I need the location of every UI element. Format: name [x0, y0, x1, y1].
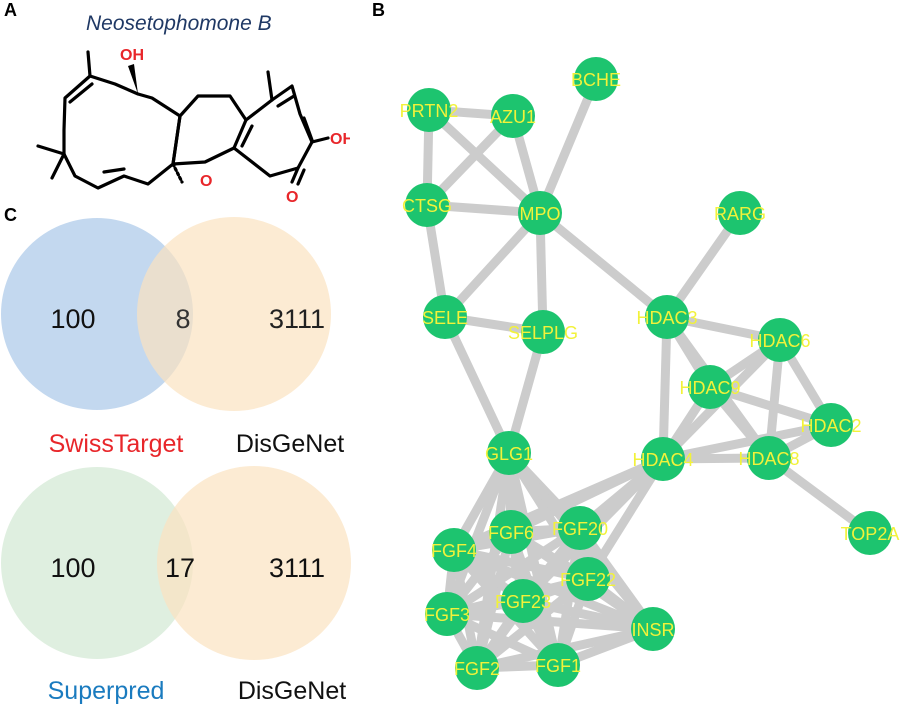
node-label-fgf2: FGF2	[454, 659, 500, 679]
node-label-prtn2: PRTN2	[400, 101, 459, 121]
node-fgf22[interactable]	[566, 557, 610, 601]
node-label-ctsg: CTSG	[402, 196, 452, 216]
node-fgf6[interactable]	[489, 510, 533, 554]
panel-label-a: A	[4, 0, 17, 20]
node-fgf23[interactable]	[501, 579, 545, 623]
compound-name: Neosetophomone B	[86, 12, 272, 35]
node-label-hdac9: HDAC9	[679, 378, 740, 398]
node-selplg[interactable]	[521, 310, 565, 354]
node-label-selplg: SELPLG	[508, 323, 578, 343]
oh-label-top: OH	[120, 47, 144, 64]
node-label-hdac4: HDAC4	[632, 450, 693, 470]
node-hdac2[interactable]	[809, 403, 853, 447]
node-mpo[interactable]	[518, 191, 562, 235]
node-label-fgf3: FGF3	[424, 605, 470, 625]
panel-label-b: B	[372, 0, 385, 20]
node-label-fgf20: FGF20	[552, 519, 608, 539]
node-prtn2[interactable]	[407, 88, 451, 132]
node-label-hdac8: HDAC8	[738, 449, 799, 469]
node-insr[interactable]	[631, 607, 675, 651]
node-label-top2a: TOP2A	[841, 524, 900, 544]
venn-right-label: DisGeNet	[238, 677, 346, 705]
node-hdac8[interactable]	[747, 436, 791, 480]
node-hdac6[interactable]	[758, 318, 802, 362]
edge-bche-mpo	[535, 74, 601, 218]
node-hdac3[interactable]	[645, 295, 689, 339]
node-sele[interactable]	[423, 295, 467, 339]
edge-fgf3-insr	[442, 609, 658, 634]
edge-mpo-hdac3	[535, 208, 672, 322]
venn-left-count: 100	[50, 304, 95, 334]
molecule-bonds	[36, 50, 330, 190]
node-label-hdac3: HDAC3	[636, 308, 697, 328]
node-label-azu1: AZU1	[490, 107, 536, 127]
node-label-fgf22: FGF22	[560, 570, 616, 590]
node-fgf4[interactable]	[432, 528, 476, 572]
node-label-bche: BCHE	[571, 70, 621, 90]
venn-circle-swisstarget	[1, 218, 193, 410]
edge-prtn2-mpo	[424, 105, 545, 218]
edge-mpo-sele	[440, 208, 545, 322]
node-ctsg[interactable]	[405, 183, 449, 227]
venn-left-label: Superpred	[48, 677, 165, 705]
node-label-fgf23: FGF23	[495, 592, 551, 612]
node-label-fgf1: FGF1	[535, 656, 581, 676]
node-label-hdac6: HDAC6	[749, 331, 810, 351]
node-hdac4[interactable]	[641, 437, 685, 481]
node-azu1[interactable]	[491, 94, 535, 138]
venn-diagram-superpred: 100 17 3111 Superpred DisGeNet	[1, 466, 351, 705]
node-bche[interactable]	[574, 57, 618, 101]
edge-hdac3-hdac4	[658, 312, 672, 464]
node-label-rarg: RARG	[714, 204, 766, 224]
node-fgf20[interactable]	[558, 506, 602, 550]
molecule-structure: OH OH O O	[36, 47, 350, 206]
venn-circle-superpred	[1, 467, 193, 659]
node-top2a[interactable]	[848, 511, 892, 555]
node-label-mpo: MPO	[519, 204, 560, 224]
venn-right-count: 3111	[269, 304, 325, 334]
venn-circle-disgenet	[157, 466, 351, 660]
panel-label-c: C	[4, 205, 17, 225]
edge-sele-glg1	[440, 312, 514, 458]
node-fgf2[interactable]	[455, 646, 499, 690]
node-glg1[interactable]	[487, 431, 531, 475]
oh-label-right: OH	[330, 131, 350, 148]
node-label-insr: INSR	[631, 620, 674, 640]
node-fgf3[interactable]	[425, 592, 469, 636]
venn-overlap-count: 8	[175, 304, 190, 334]
ketone-oxygen-label: O	[286, 189, 298, 206]
ppi-network: PRTN2 AZU1 BCHE CTSG MPO RARG SELE SELPLG HDAC3H…	[400, 57, 900, 690]
node-label-fgf6: FGF6	[488, 523, 534, 543]
wedge-bond	[128, 64, 138, 94]
venn-circle-disgenet	[137, 217, 331, 411]
node-label-fgf4: FGF4	[431, 541, 477, 561]
node-label-hdac2: HDAC2	[800, 416, 861, 436]
venn-overlap-count: 17	[165, 553, 195, 583]
node-rarg[interactable]	[718, 191, 762, 235]
network-nodes: PRTN2 AZU1 BCHE CTSG MPO RARG SELE SELPLG HDAC3H…	[400, 57, 900, 690]
edge-hdac2-hdac4	[658, 420, 836, 464]
node-label-glg1: GLG1	[485, 444, 533, 464]
venn-right-count: 3111	[269, 553, 325, 583]
node-hdac9[interactable]	[688, 365, 732, 409]
venn-left-label: SwissTarget	[49, 430, 184, 458]
network-edges	[422, 74, 875, 673]
venn-right-label: DisGeNet	[236, 430, 344, 458]
node-fgf1[interactable]	[536, 643, 580, 687]
venn-left-count: 100	[50, 553, 95, 583]
venn-diagram-swisstarget: 100 8 3111 SwissTarget DisGeNet	[1, 217, 344, 458]
oxygen-ring-label: O	[200, 173, 212, 190]
node-label-sele: SELE	[422, 308, 468, 328]
